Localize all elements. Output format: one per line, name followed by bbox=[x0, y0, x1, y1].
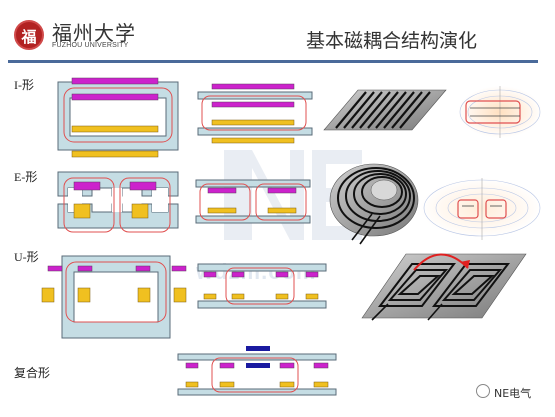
flux-path bbox=[211, 357, 299, 393]
primary-winding bbox=[211, 83, 295, 90]
secondary-winding bbox=[279, 381, 295, 388]
primary-winding bbox=[211, 101, 295, 108]
row-label-i-shape: I-形 bbox=[14, 78, 34, 92]
primary-winding bbox=[77, 265, 93, 272]
secondary-winding bbox=[211, 119, 295, 126]
secondary-winding bbox=[77, 287, 91, 303]
university-logo: 福 bbox=[14, 20, 44, 50]
e-shape-spiral-coil-render bbox=[329, 163, 419, 245]
secondary-winding bbox=[219, 381, 235, 388]
i-shape-planar-diagram bbox=[197, 83, 313, 144]
primary-winding bbox=[71, 77, 159, 85]
flux-arrow-head bbox=[460, 260, 470, 268]
primary-winding bbox=[171, 265, 187, 272]
logo-glyph: 福 bbox=[21, 30, 37, 46]
flux-path bbox=[63, 87, 173, 143]
flux-path bbox=[255, 183, 307, 221]
secondary-winding bbox=[267, 207, 297, 214]
secondary-winding bbox=[131, 203, 149, 219]
flux-path bbox=[485, 199, 507, 219]
secondary-winding bbox=[71, 150, 159, 158]
secondary-winding bbox=[313, 381, 329, 388]
i-shape-core-diagram bbox=[57, 77, 179, 158]
flux-path bbox=[199, 183, 251, 221]
primary-winding bbox=[129, 181, 157, 191]
slide-header: 福 福州大学 FUZHOU UNIVERSITY 基本磁耦合结构演化 bbox=[0, 0, 555, 68]
row-label-composite-shape: 复合形 bbox=[14, 366, 51, 380]
source-badge: NE电气 bbox=[494, 387, 532, 400]
secondary-winding bbox=[275, 293, 289, 300]
u-shape-core-diagram bbox=[41, 255, 187, 339]
title-divider bbox=[8, 60, 538, 63]
primary-winding bbox=[279, 362, 295, 369]
e-shape-field-simulation bbox=[420, 178, 542, 240]
composite-shape-planar-diagram bbox=[177, 346, 337, 396]
page-title: 基本磁耦合结构演化 bbox=[306, 30, 478, 52]
primary-winding bbox=[71, 93, 159, 101]
secondary-winding bbox=[41, 287, 55, 303]
flux-path bbox=[225, 267, 295, 305]
primary-winding bbox=[313, 362, 329, 369]
u-shape-planar-diagram bbox=[197, 263, 327, 309]
university-name: 福州大学 bbox=[52, 23, 136, 45]
secondary-winding bbox=[185, 381, 199, 388]
secondary-winding bbox=[211, 137, 295, 144]
flux-path bbox=[65, 261, 167, 323]
primary-winding bbox=[219, 362, 235, 369]
primary-winding bbox=[135, 265, 151, 272]
flux-path bbox=[63, 177, 115, 233]
primary-winding bbox=[231, 271, 245, 278]
wechat-badge-icon bbox=[476, 384, 490, 398]
secondary-winding bbox=[71, 125, 159, 133]
secondary-winding bbox=[207, 207, 237, 214]
row-label-e-shape: E-形 bbox=[14, 170, 38, 184]
primary-winding bbox=[203, 271, 217, 278]
u-shape-double-coil-render bbox=[361, 253, 527, 321]
secondary-winding bbox=[305, 293, 319, 300]
primary-winding bbox=[207, 187, 237, 194]
primary-winding bbox=[185, 362, 199, 369]
secondary-winding bbox=[231, 293, 245, 300]
flux-path bbox=[457, 199, 479, 219]
flux-path bbox=[201, 95, 307, 131]
row-label-u-shape: U-形 bbox=[14, 250, 39, 264]
i-shape-field-simulation bbox=[458, 86, 542, 138]
flux-path bbox=[119, 177, 171, 233]
blue-coil bbox=[246, 346, 270, 351]
university-name-english: FUZHOU UNIVERSITY bbox=[52, 42, 129, 49]
secondary-winding bbox=[73, 203, 91, 219]
secondary-winding bbox=[203, 293, 217, 300]
i-shape-3d-coil-render bbox=[323, 89, 447, 131]
primary-winding bbox=[47, 265, 63, 272]
flux-path bbox=[465, 100, 521, 124]
primary-winding bbox=[73, 181, 101, 191]
secondary-winding bbox=[173, 287, 187, 303]
secondary-winding bbox=[137, 287, 151, 303]
primary-winding bbox=[267, 187, 297, 194]
primary-winding bbox=[275, 271, 289, 278]
e-shape-core-diagram bbox=[57, 171, 179, 233]
blue-coil bbox=[246, 363, 270, 368]
e-shape-planar-diagram bbox=[195, 179, 311, 224]
primary-winding bbox=[305, 271, 319, 278]
